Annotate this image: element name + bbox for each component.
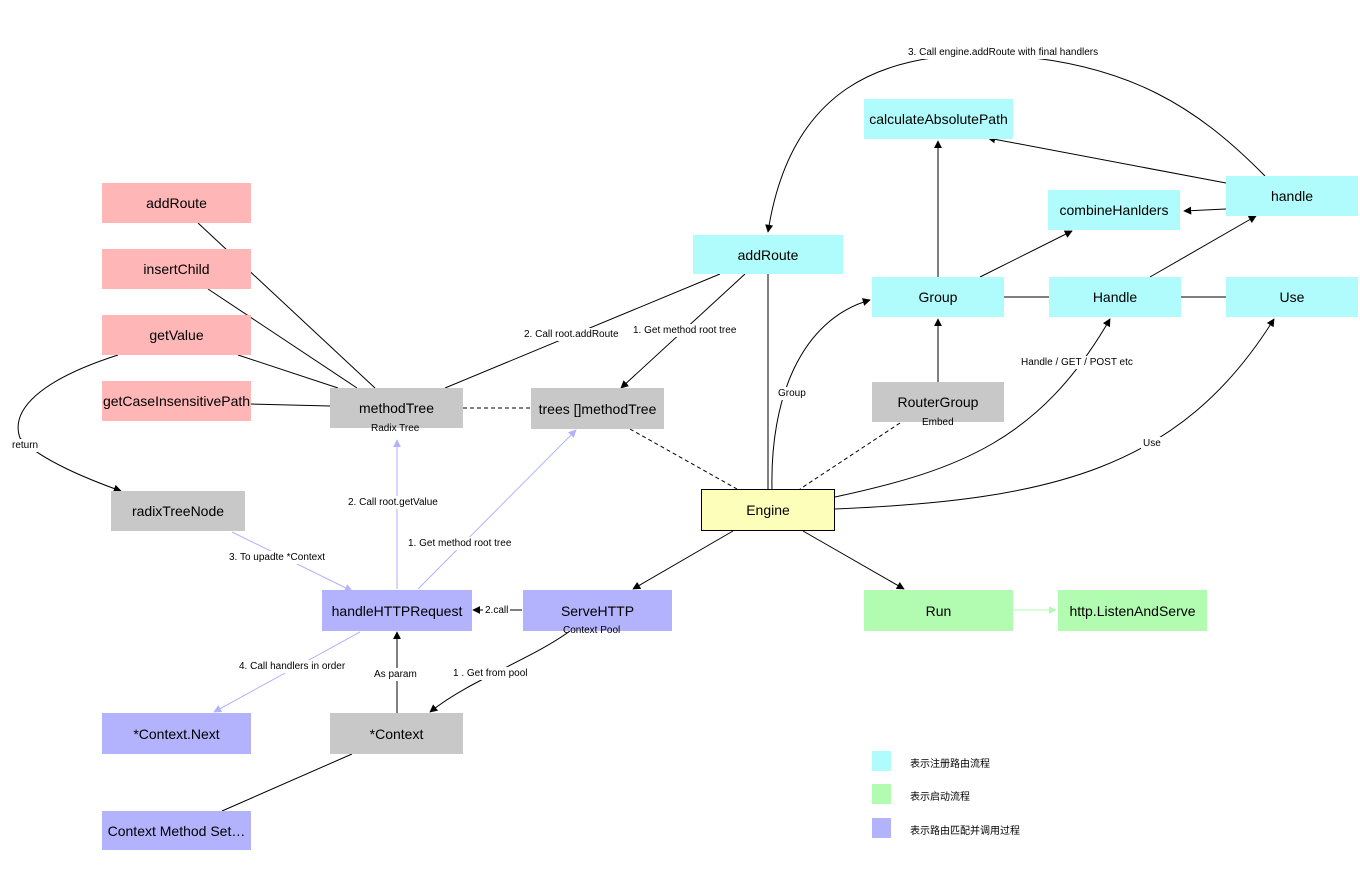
node-handle-http-request[interactable]: handleHTTPRequest — [322, 590, 472, 631]
edge-label-call-engine-addroute: 3. Call engine.addRoute with final handl… — [906, 46, 1101, 59]
node-listen-and-serve[interactable]: http.ListenAndServe — [1058, 590, 1207, 631]
edge-label-update-context: 3. To upadte *Context — [227, 551, 327, 564]
edge-routergroup-engine — [799, 422, 901, 490]
edge-label-call-root-getvalue: 2. Call root.getValue — [346, 496, 440, 509]
node-serve-http[interactable]: ServeHTTP — [523, 590, 672, 631]
edge-label-get-method-root-tree-bottom: 1. Get method root tree — [406, 537, 514, 550]
edge-getcase-methodtree — [250, 403, 331, 407]
node-calculate-absolute-path[interactable]: calculateAbsolutePath — [864, 99, 1013, 139]
node-handle-method[interactable]: Handle — [1049, 277, 1181, 317]
node-get-value[interactable]: getValue — [102, 315, 251, 355]
legend-swatch-start — [872, 784, 891, 804]
sublabel-embed: Embed — [922, 417, 954, 428]
edge-label-get-from-pool: 1 . Get from pool — [451, 667, 530, 680]
node-run[interactable]: Run — [864, 590, 1013, 631]
node-use[interactable]: Use — [1226, 277, 1358, 317]
edge-handlemethod-to-handle — [1149, 215, 1257, 278]
legend-swatch-match — [872, 818, 891, 838]
sublabel-context-pool: Context Pool — [563, 625, 621, 636]
edge-label-group: Group — [776, 387, 808, 400]
edge-label-return: return — [10, 439, 41, 452]
edge-handlerequest-to-trees — [417, 429, 577, 590]
node-handle[interactable]: handle — [1226, 176, 1358, 216]
node-context-method-set[interactable]: Context Method Set… — [102, 811, 251, 850]
edge-engine-to-servehttp — [632, 530, 734, 590]
node-context-next[interactable]: *Context.Next — [102, 713, 251, 754]
edge-label-get-method-root-tree-top: 1. Get method root tree — [631, 324, 739, 337]
edge-engine-to-run — [802, 530, 905, 590]
edge-insertchild-methodtree — [207, 288, 358, 389]
legend-label-match: 表示路由匹配并调用过程 — [910, 826, 1020, 837]
node-get-case-insensitive-path[interactable]: getCaseInsensitivePath — [102, 381, 251, 421]
edge-label-call: 2.call — [483, 604, 511, 617]
node-addroute-tree[interactable]: addRoute — [102, 183, 251, 223]
edge-handle-to-combine — [1183, 206, 1227, 215]
edge-context-methodset — [221, 753, 353, 812]
legend-swatch-register — [872, 751, 891, 771]
legend-label-register: 表示注册路由流程 — [910, 759, 990, 770]
edge-trees-engine — [629, 428, 738, 490]
node-router-group[interactable]: RouterGroup — [872, 382, 1004, 422]
edge-addroutetree-methodtree — [197, 222, 376, 389]
edge-label-use: Use — [1141, 437, 1163, 450]
node-method-tree[interactable]: methodTree — [330, 388, 463, 428]
legend-label-start: 表示启动流程 — [910, 792, 970, 803]
edge-engine-to-group — [771, 298, 871, 490]
edge-label-handle-get-post: Handle / GET / POST etc — [1019, 356, 1135, 369]
edge-getvalue-to-radix — [17, 354, 122, 493]
node-radix-tree-node[interactable]: radixTreeNode — [111, 491, 245, 531]
node-addroute-engine[interactable]: addRoute — [693, 235, 843, 274]
node-insert-child[interactable]: insertChild — [102, 249, 251, 289]
node-context[interactable]: *Context — [330, 713, 463, 754]
node-combine-handlers[interactable]: combineHanlders — [1048, 190, 1180, 230]
node-engine[interactable]: Engine — [701, 489, 835, 531]
node-group[interactable]: Group — [872, 277, 1004, 317]
sublabel-radix-tree: Radix Tree — [371, 423, 420, 434]
edge-label-call-handlers: 4. Call handlers in order — [237, 660, 348, 673]
edge-handle-to-calculate — [987, 135, 1227, 184]
edge-group-to-combine — [979, 230, 1073, 278]
edge-label-as-param: As param — [372, 668, 419, 681]
node-trees[interactable]: trees []methodTree — [531, 388, 664, 429]
edge-label-call-root-addroute: 2. Call root.addRoute — [522, 328, 621, 341]
edge-getvalue-methodtree — [237, 354, 339, 389]
edge-engine-to-use — [834, 318, 1275, 510]
